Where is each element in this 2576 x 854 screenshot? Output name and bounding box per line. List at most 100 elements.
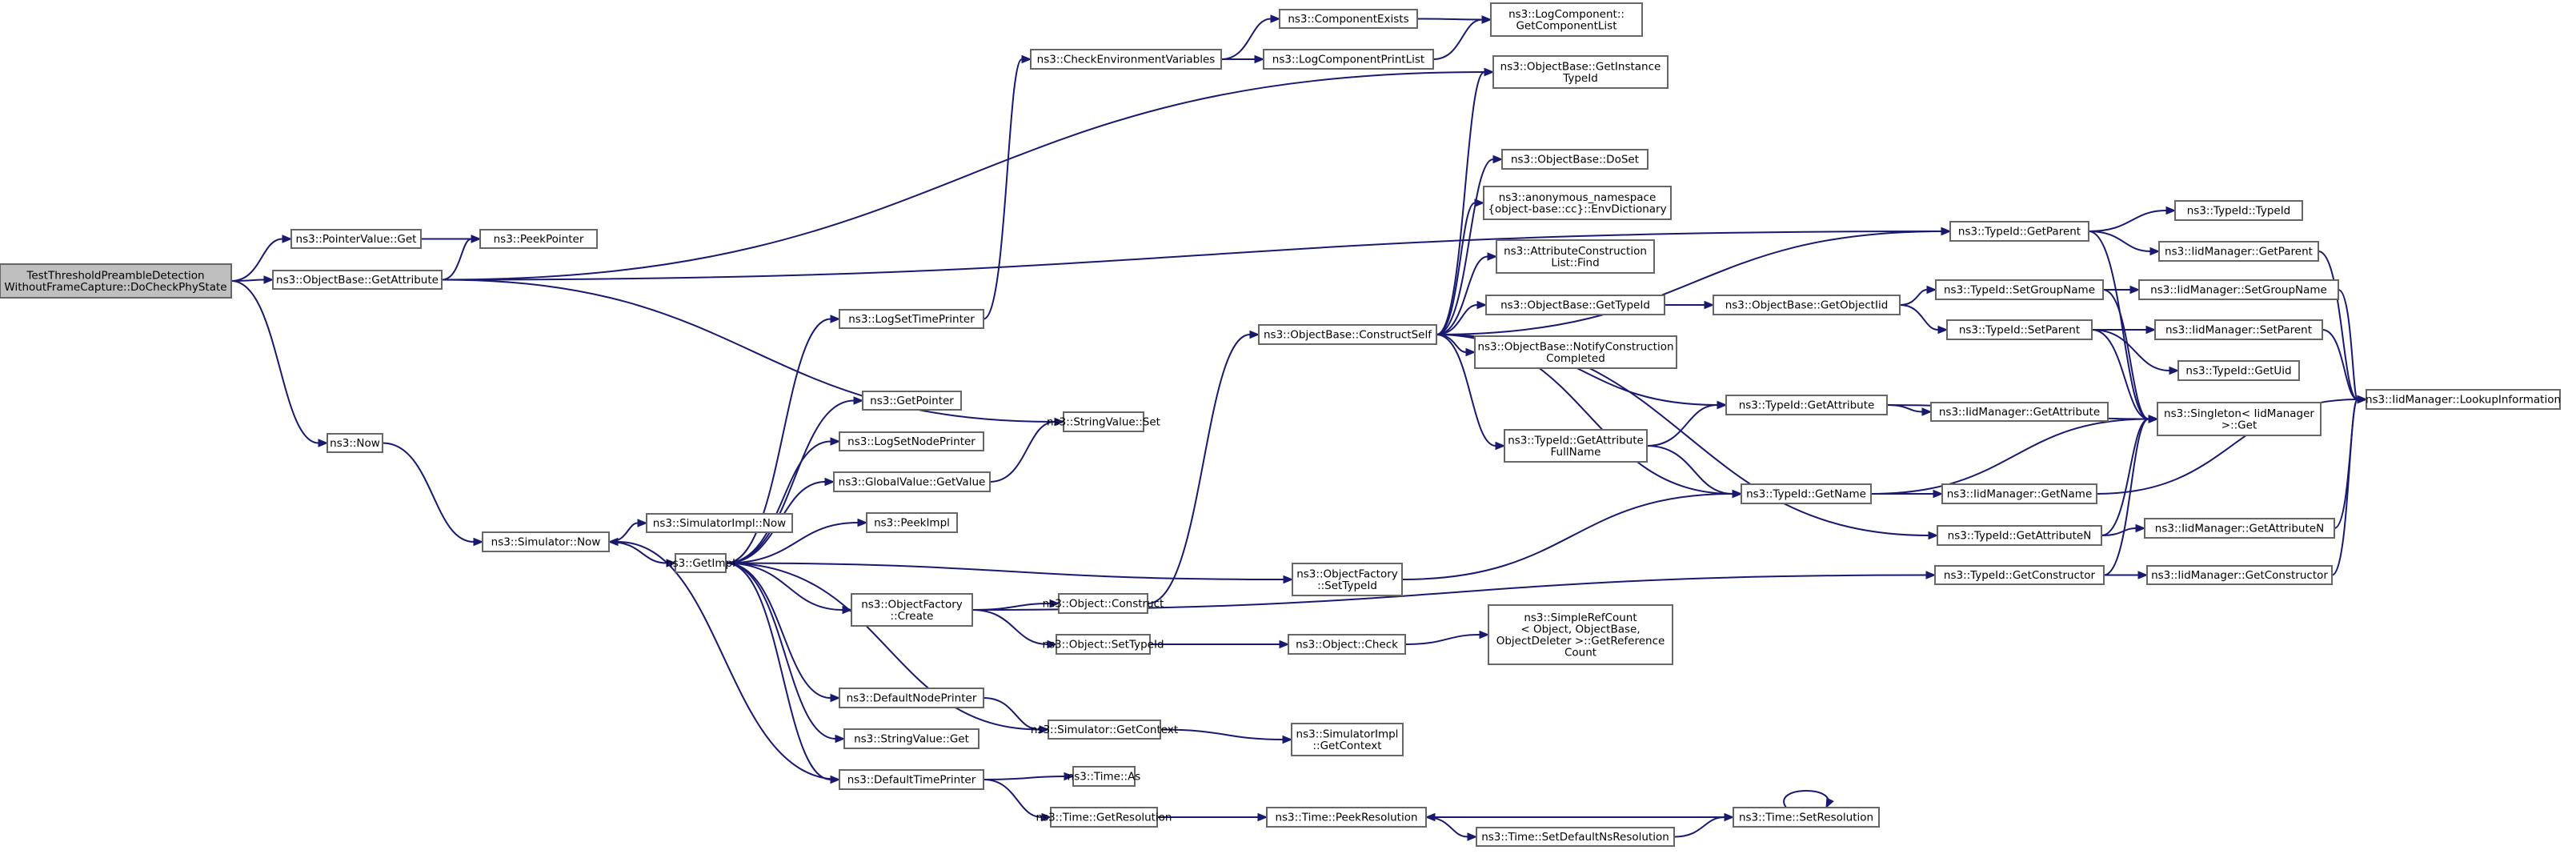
node-tidsetparent[interactable]: ns3::TypeId::SetParent (1946, 319, 2093, 340)
node-label: ns3::Singleton< IidManager (2164, 407, 2314, 420)
node-iidsetparent[interactable]: ns3::IidManager::SetParent (2154, 319, 2323, 340)
edge-iidgetctor-to-lookup (2331, 395, 2368, 576)
node-peekptr[interactable]: ns3::PeekPointer (479, 229, 598, 249)
node-constructself[interactable]: ns3::ObjectBase::ConstructSelf (1258, 324, 1437, 345)
node-iidgetparent[interactable]: ns3::IidManager::GetParent (2158, 241, 2319, 262)
node-notifycc[interactable]: ns3::ObjectBase::NotifyConstructionCompl… (1474, 335, 1677, 369)
node-objsettypeid[interactable]: ns3::Object::SetTypeId (1042, 634, 1164, 655)
edge-timesetres-to-peekres (1424, 812, 1733, 822)
node-lookup[interactable]: ns3::IidManager::LookupInformation (2366, 389, 2561, 410)
node-iidgetname[interactable]: ns3::IidManager::GetName (1941, 483, 2097, 504)
node-logsetnode[interactable]: ns3::LogSetNodePrinter (839, 431, 984, 451)
node-timesetres[interactable]: ns3::Time::SetResolution (1733, 807, 1880, 828)
node-simnow[interactable]: ns3::Simulator::Now (482, 531, 610, 552)
node-tidgetparent[interactable]: ns3::TypeId::GetParent (1949, 221, 2089, 242)
node-label: ns3::PointerValue::Get (296, 233, 417, 246)
node-label: ns3::TypeId::SetParent (1959, 324, 2080, 337)
node-tidgetattr[interactable]: ns3::TypeId::GetAttribute (1725, 395, 1888, 415)
node-label: GetComponentList (1516, 19, 1617, 32)
node-label: ns3::ObjectBase::GetInstance (1500, 60, 1661, 73)
node-obgetobjtid[interactable]: ns3::ObjectBase::GetObjectIid (1713, 295, 1901, 315)
node-label: Count (1564, 646, 1596, 659)
edge-line (441, 238, 472, 281)
node-defnode[interactable]: ns3::DefaultNodePrinter (839, 688, 984, 708)
node-now[interactable]: ns3::Now (327, 433, 383, 453)
node-root[interactable]: TestThresholdPreambleDetectionWithoutFra… (0, 263, 232, 299)
node-tidgetuid[interactable]: ns3::TypeId::GetUid (2177, 360, 2300, 381)
edge-line (1436, 255, 1488, 335)
node-srcgetref[interactable]: ns3::SimpleRefCount< Object, ObjectBase,… (1488, 604, 1673, 665)
node-label: ns3::ObjectBase::GetAttribute (276, 274, 439, 287)
node-deftime[interactable]: ns3::DefaultTimePrinter (839, 769, 984, 790)
node-box (1291, 723, 1404, 756)
node-singleton[interactable]: ns3::Singleton< IidManager>::Get (2157, 402, 2322, 436)
edge-line (2088, 210, 2167, 232)
edge-line (1646, 445, 1733, 495)
node-tidtypeid[interactable]: ns3::TypeId::TypeId (2174, 200, 2303, 221)
edge-ofcreate-to-objsettypeid (972, 609, 1058, 649)
node-getpointer[interactable]: ns3::GetPointer (862, 391, 962, 411)
node-doset[interactable]: ns3::ObjectBase::DoSet (1501, 149, 1649, 170)
node-tidsetgroup[interactable]: ns3::TypeId::SetGroupName (1935, 279, 2104, 300)
node-strvalset[interactable]: ns3::StringValue::Set (1047, 411, 1160, 432)
node-label: ns3::Object::Check (1296, 639, 1398, 652)
node-timeas[interactable]: ns3::Time::As (1068, 766, 1141, 787)
edge-getimpl-to-logsettime (725, 315, 841, 564)
node-ofcreate[interactable]: ns3::ObjectFactory::Create (851, 593, 973, 627)
node-iidgetattrn[interactable]: ns3::IidManager::GetAttributeN (2144, 518, 2335, 539)
node-checkenv[interactable]: ns3::CheckEnvironmentVariables (1030, 49, 1222, 70)
node-logsettime[interactable]: ns3::LogSetTimePrinter (839, 309, 984, 329)
node-box (1292, 563, 1403, 596)
node-obgettid[interactable]: ns3::ObjectBase::GetTypeId (1485, 295, 1665, 315)
node-box (1030, 49, 1222, 70)
edge-deftime-to-timeas (983, 772, 1075, 781)
node-pvget[interactable]: ns3::PointerValue::Get (290, 229, 422, 249)
node-label: ns3::IidManager::GetName (1947, 488, 2093, 501)
node-label: ns3::Now (330, 437, 380, 450)
node-envdict[interactable]: ns3::anonymous_namespace{object-base::cc… (1483, 186, 1672, 220)
node-simimplnow[interactable]: ns3::SimulatorImpl::Now (646, 513, 793, 533)
node-tidgetctor[interactable]: ns3::TypeId::GetConstructor (1934, 565, 2105, 585)
node-box (2158, 241, 2319, 262)
node-timegetres[interactable]: ns3::Time::GetResolution (1036, 807, 1172, 828)
node-getcomplist[interactable]: ns3::LogComponent::GetComponentList (1490, 2, 1643, 37)
node-tidgetattrn[interactable]: ns3::TypeId::GetAttributeN (1937, 525, 2102, 546)
node-obgetattr[interactable]: ns3::ObjectBase::GetAttribute (272, 270, 443, 290)
node-objconstruct[interactable]: ns3::Object::Construct (1043, 593, 1164, 614)
node-tidgetname[interactable]: ns3::TypeId::GetName (1741, 483, 1872, 504)
edge-arrowhead (1039, 725, 1050, 734)
edge-deftime-to-timegetres (983, 779, 1052, 822)
node-getimpl[interactable]: ns3::GetImpl (666, 553, 735, 573)
node-setdefns[interactable]: ns3::Time::SetDefaultNsResolution (1476, 827, 1675, 847)
edge-tidsetparent-to-tidgetuid (2091, 329, 2180, 375)
edge-objconstruct-to-constructself (1147, 330, 1260, 604)
edge-line (2088, 231, 2151, 252)
node-peekimpl[interactable]: ns3::PeekImpl (866, 512, 958, 533)
node-iidgetattr[interactable]: ns3::IidManager::GetAttribute (1930, 402, 2109, 422)
node-objcheck[interactable]: ns3::Object::Check (1288, 634, 1406, 655)
node-box (1733, 807, 1880, 828)
node-simimplctx[interactable]: ns3::SimulatorImpl::GetContext (1291, 723, 1404, 756)
edge-obgetobjtid-to-tidsetparent (1899, 304, 1949, 335)
node-iidsetgroup[interactable]: ns3::IidManager::SetGroupName (2138, 279, 2339, 300)
edge-arrowhead (2148, 415, 2159, 423)
node-ofsettypeid[interactable]: ns3::ObjectFactory::SetTypeId (1292, 563, 1403, 596)
node-label: ns3::TypeId::GetName (1746, 488, 1866, 501)
edge-arrowhead (637, 519, 648, 527)
node-strvalget[interactable]: ns3::StringValue::Get (843, 728, 980, 749)
node-label: < Object, ObjectBase, (1520, 623, 1640, 635)
node-box (2157, 402, 2322, 436)
node-box (1935, 279, 2104, 300)
node-simgetctx[interactable]: ns3::Simulator::GetContext (1031, 720, 1178, 740)
edge-logcompprint-to-getcomplist (1432, 15, 1492, 60)
node-peekres[interactable]: ns3::Time::PeekResolution (1266, 807, 1427, 828)
node-gvgetvalue[interactable]: ns3::GlobalValue::GetValue (833, 471, 991, 492)
node-logcompprint[interactable]: ns3::LogComponentPrintList (1263, 49, 1434, 70)
edge-line (725, 562, 1040, 731)
node-iidgetctor[interactable]: ns3::IidManager::GetConstructor (2146, 565, 2333, 585)
node-compexists[interactable]: ns3::ComponentExists (1279, 9, 1418, 29)
edge-ofsettypeid-to-tidgetname (1401, 489, 1743, 580)
